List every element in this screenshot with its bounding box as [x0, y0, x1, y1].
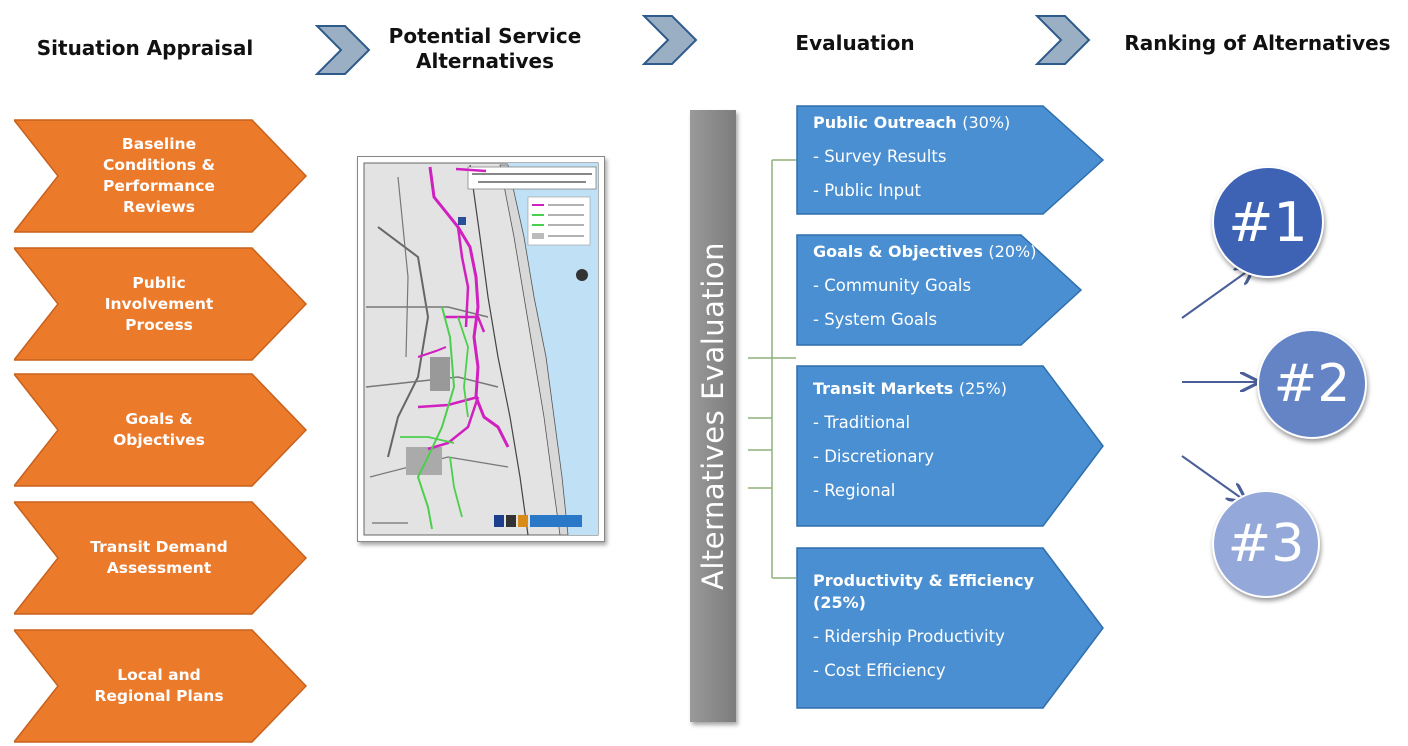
rank-3-circle: #3 [1212, 490, 1320, 598]
criterion-item: - Community Goals [813, 276, 972, 295]
header-situation-appraisal: Situation Appraisal [36, 36, 254, 60]
header-ranking-of-alternatives: Ranking of Alternatives [1124, 31, 1391, 55]
chevron-right-icon [1035, 15, 1091, 65]
ranking-arrows [1181, 250, 1280, 550]
step-baseline-conditions: Baseline Conditions & Performance Review… [14, 118, 310, 234]
arrow-to-rank3-icon [1181, 455, 1244, 500]
criterion-goals-objectives: Goals & Objectives (20%) - Community Goa… [795, 233, 1085, 347]
header-evaluation: Evaluation [795, 31, 915, 55]
rank-2-circle: #2 [1257, 329, 1367, 439]
step-label: Goals & Objectives [113, 410, 205, 449]
service-alternatives-map [357, 156, 605, 542]
step-label: Transit Demand Assessment [90, 538, 228, 577]
step-goals-objectives: Goals & Objectives [14, 372, 310, 488]
header-potential-line2: Alternatives [416, 49, 554, 73]
step-public-involvement: Public Involvement Process [14, 246, 310, 362]
criterion-title: Goals & Objectives (20%) [813, 242, 1037, 261]
criterion-title: Productivity & Efficiency(25%) [813, 571, 1035, 612]
criterion-item: - System Goals [813, 310, 938, 329]
chevron-right-icon [315, 25, 371, 75]
criterion-item: - Survey Results [813, 147, 947, 166]
step-local-regional-plans: Local and Regional Plans [14, 628, 310, 744]
orange-chevron-shape [14, 119, 308, 233]
step-label: Baseline Conditions & Performance Review… [102, 135, 215, 216]
alternatives-evaluation-bar: Alternatives Evaluation [690, 110, 736, 722]
step-label: Local and Regional Plans [94, 666, 224, 705]
arrow-to-rank1-icon [1181, 268, 1252, 319]
header-potential-service-alternatives: Potential Service Alternatives [370, 24, 600, 74]
criterion-item: - Traditional [813, 413, 911, 432]
chevron-right-icon [642, 15, 698, 65]
header-potential-line1: Potential Service [388, 24, 582, 48]
criterion-item: - Public Input [813, 181, 921, 200]
criterion-item: - Cost Efficiency [813, 661, 946, 680]
bracket-connector [748, 159, 796, 579]
rank-1-circle: #1 [1212, 166, 1324, 278]
criterion-item: - Ridership Productivity [813, 627, 1005, 646]
criterion-transit-markets: Transit Markets (25%) - Traditional - Di… [795, 364, 1107, 528]
criterion-item: - Discretionary [813, 447, 934, 466]
alternatives-evaluation-label: Alternatives Evaluation [696, 242, 730, 590]
orange-chevron-shape [14, 247, 308, 361]
criterion-public-outreach: Public Outreach (30%) - Survey Results -… [795, 104, 1107, 216]
step-label: Public Involvement Process [104, 273, 214, 334]
orange-chevron-shape [14, 501, 308, 615]
step-transit-demand: Transit Demand Assessment [14, 500, 310, 616]
criterion-item: - Regional [813, 481, 896, 500]
criterion-title: Transit Markets (25%) [813, 379, 1007, 398]
orange-chevron-shape [14, 629, 308, 743]
criterion-productivity-efficiency: Productivity & Efficiency(25%) - Ridersh… [795, 546, 1107, 710]
criterion-title: Public Outreach (30%) [813, 113, 1011, 132]
orange-chevron-shape [14, 373, 308, 487]
